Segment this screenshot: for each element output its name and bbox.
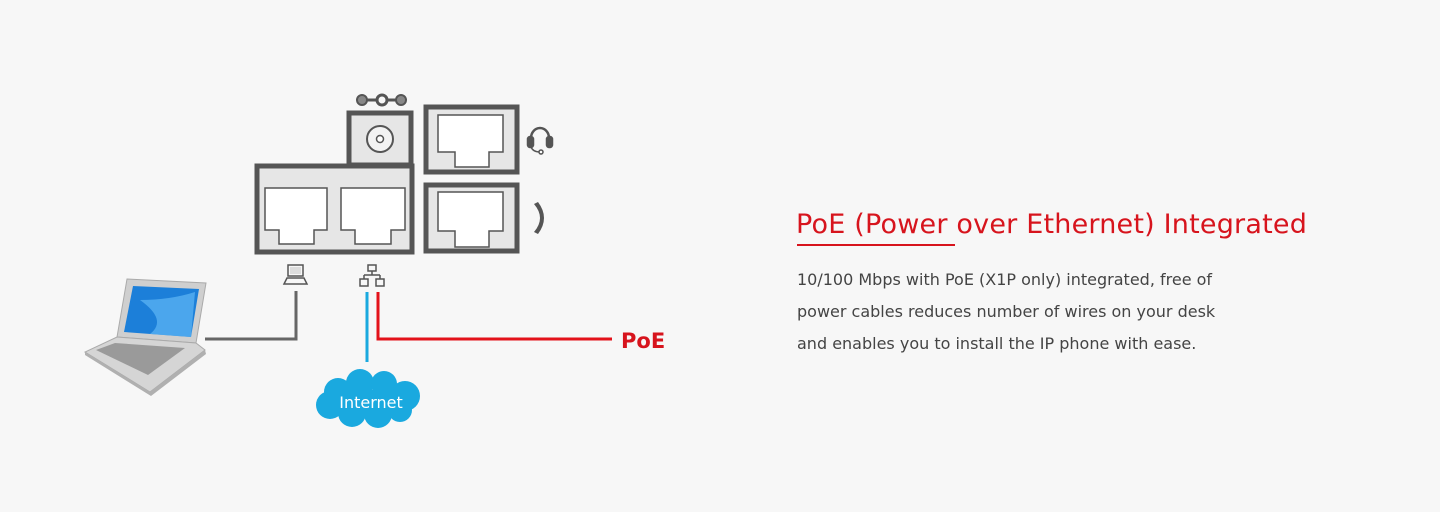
lan-pc-port-block xyxy=(254,163,415,255)
internet-label: Internet xyxy=(339,393,403,412)
power-adapter-icon xyxy=(356,93,407,107)
lan-port-jack xyxy=(340,187,406,245)
poe-connection-diagram: PoE Internet xyxy=(83,93,665,428)
headset-icon xyxy=(526,126,554,155)
poe-label: PoE xyxy=(621,329,665,353)
poe-cable xyxy=(376,292,612,341)
laptop-icon xyxy=(83,278,207,396)
cloud-icon xyxy=(316,369,420,428)
feature-description: 10/100 Mbps with PoE (X1P only) integrat… xyxy=(797,264,1277,360)
title-underline xyxy=(797,244,955,246)
feature-title: PoE (Power over Ethernet) Integrated xyxy=(796,209,1308,240)
pc-cable xyxy=(205,291,298,341)
description-line: power cables reduces number of wires on … xyxy=(797,302,1216,321)
headset-port xyxy=(423,104,520,175)
dc-jack-port xyxy=(346,110,414,168)
handset-port xyxy=(423,182,520,254)
description-line: 10/100 Mbps with PoE (X1P only) integrat… xyxy=(797,270,1213,289)
network-port-icon xyxy=(359,264,385,287)
pc-port-jack xyxy=(264,187,328,245)
pc-port-icon xyxy=(282,264,309,285)
handset-icon xyxy=(534,202,544,234)
description-line: and enables you to install the IP phone … xyxy=(797,334,1197,353)
